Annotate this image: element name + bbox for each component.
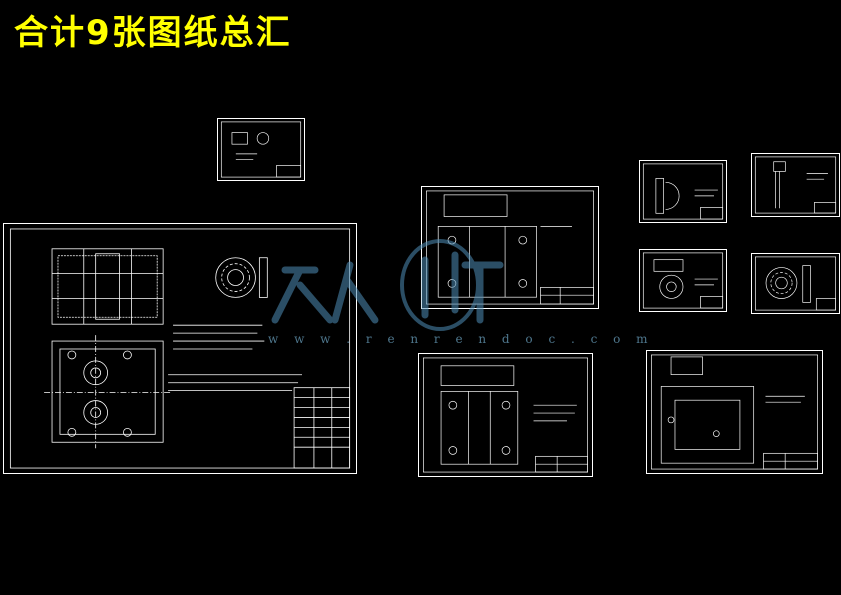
part-c-drawing-graphic	[642, 252, 724, 309]
part-b-drawing-graphic	[754, 156, 837, 214]
drawing-sheet-part-c[interactable]	[639, 249, 727, 312]
part-d-drawing-graphic	[755, 256, 836, 311]
drawing-sheet-part-a[interactable]	[639, 160, 727, 223]
watermark-logo	[271, 239, 504, 331]
part-a-drawing-graphic	[642, 163, 724, 220]
small-part-drawing-graphic	[220, 121, 302, 178]
watermark-url: w w w . r e n r e n d o c . c o m	[268, 332, 654, 346]
drawing-sheet-plate-bottom[interactable]	[418, 353, 593, 477]
drawing-sheet-small-part[interactable]	[217, 118, 305, 181]
drawing-sheet-part-d[interactable]	[751, 253, 840, 314]
plate-bottom-drawing-graphic	[423, 357, 588, 473]
page-title: 合计9张图纸总汇	[14, 13, 292, 53]
drawing-sheet-part-e[interactable]	[646, 350, 823, 474]
drawing-sheet-part-b[interactable]	[751, 153, 840, 217]
assembly-drawing-graphic	[9, 228, 351, 469]
drawing-sheet-assembly[interactable]	[3, 223, 357, 474]
part-e-drawing-graphic	[651, 354, 818, 470]
